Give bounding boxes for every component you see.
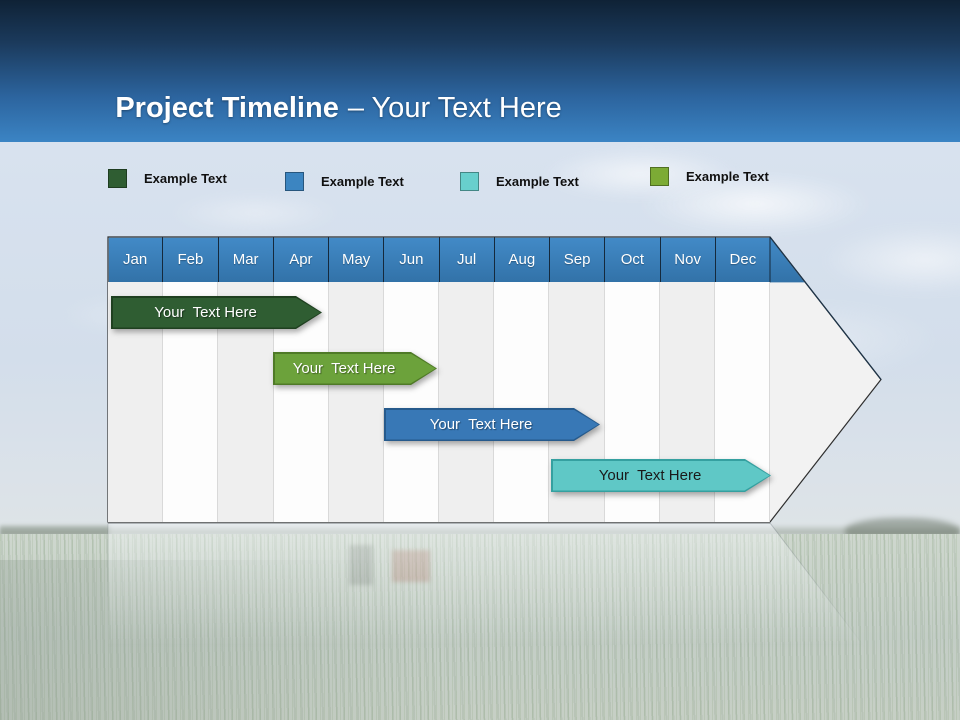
month-cell: Jul	[440, 237, 495, 282]
task-bar-fill: Your Text Here	[386, 410, 599, 440]
task-bar: Your Text Here	[273, 352, 437, 385]
month-cell: Nov	[661, 237, 716, 282]
title-main: Project Timeline	[115, 92, 339, 124]
task-bar: Your Text Here	[111, 296, 322, 329]
task-bar-fill: Your Text Here	[113, 298, 321, 328]
legend-swatch	[460, 172, 479, 191]
cloud	[170, 192, 340, 234]
task-bar-fill: Your Text Here	[553, 461, 770, 491]
title-subtitle: – Your Text Here	[347, 92, 562, 124]
month-cell: Sep	[550, 237, 606, 282]
legend-item: Example Text	[285, 172, 404, 191]
timeline-column	[439, 282, 495, 522]
month-header-row: Jan Feb Mar Apr May Jun Jul Aug Sep Oct …	[108, 237, 770, 282]
timeline-table: Jan Feb Mar Apr May Jun Jul Aug Sep Oct …	[107, 236, 883, 524]
task-bar-fill: Your Text Here	[275, 354, 436, 384]
legend-swatch	[108, 169, 127, 188]
legend-label: Example Text	[321, 174, 404, 189]
task-bar-label: Your Text Here	[154, 304, 257, 321]
legend-item: Example Text	[460, 172, 579, 191]
legend-label: Example Text	[144, 171, 227, 186]
cloud	[640, 172, 870, 236]
task-bar: Your Text Here	[551, 459, 771, 492]
timeline-column	[494, 282, 550, 522]
task-bar-border: Your Text Here	[273, 352, 437, 385]
task-bar-border: Your Text Here	[551, 459, 771, 492]
reflection-shape	[107, 523, 874, 658]
month-cell: Feb	[163, 237, 219, 282]
page-title: Project Timeline– Your Text Here	[67, 59, 562, 158]
legend-item: Example Text	[108, 169, 227, 188]
timeline-column	[328, 282, 384, 522]
month-cell: Dec	[729, 251, 757, 268]
month-cell: Jan	[108, 237, 164, 282]
month-cell: Apr	[274, 237, 329, 282]
legend-swatch	[650, 167, 669, 186]
task-bar-label: Your Text Here	[429, 416, 533, 433]
month-cell: Oct	[605, 237, 661, 282]
legend-label: Example Text	[496, 174, 579, 189]
legend-swatch	[285, 172, 304, 191]
task-bar-border: Your Text Here	[111, 296, 322, 329]
task-bar-label: Your Text Here	[598, 467, 702, 484]
timeline-column	[383, 282, 440, 522]
legend-item: Example Text	[650, 167, 769, 186]
legend-label: Example Text	[686, 169, 769, 184]
month-cell: Jun	[384, 237, 440, 282]
month-cell: May	[329, 237, 385, 282]
table-reflection	[107, 523, 883, 658]
task-bar: Your Text Here	[384, 408, 600, 441]
task-bar-label: Your Text Here	[292, 360, 396, 377]
header-band: Project Timeline– Your Text Here	[0, 0, 960, 142]
task-bar-border: Your Text Here	[384, 408, 600, 441]
month-cell: Aug	[495, 237, 550, 282]
month-cell: Mar	[219, 237, 274, 282]
